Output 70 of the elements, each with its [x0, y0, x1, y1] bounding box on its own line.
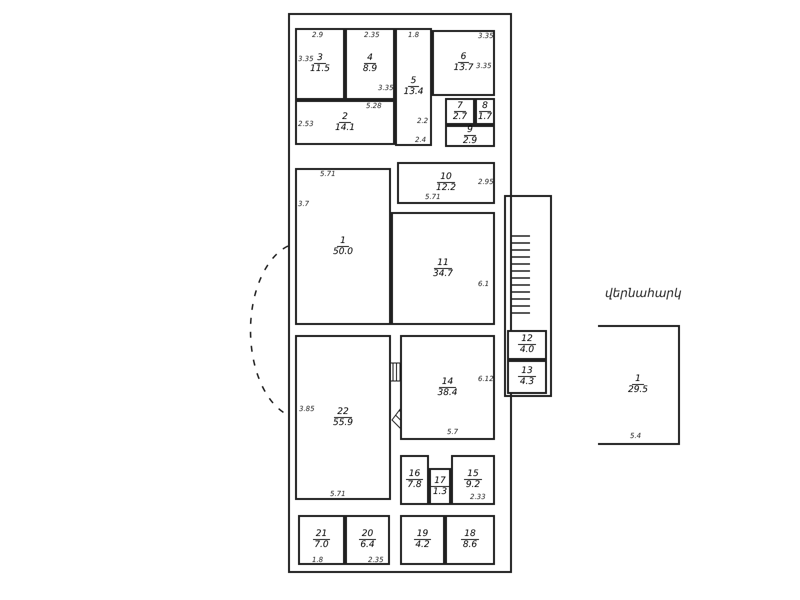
room-number: 5: [408, 76, 420, 87]
room-area: 8.9: [362, 64, 378, 75]
room-number: 18: [461, 529, 479, 540]
room-number: 6: [458, 52, 470, 63]
room: [391, 212, 495, 325]
room: [475, 98, 495, 125]
room-area: 6.4: [360, 540, 375, 551]
room-area: 12.2: [436, 183, 456, 194]
room: [397, 162, 495, 204]
room-area: 1.3: [432, 486, 448, 498]
room: [298, 515, 345, 565]
room: [445, 125, 495, 147]
room-number: 7: [454, 100, 466, 112]
room: [395, 28, 432, 146]
room-number: 12: [518, 334, 536, 345]
room-area: 13.7: [453, 63, 474, 74]
room-area: 4.3: [520, 377, 534, 388]
room-area: 1.7: [478, 112, 492, 122]
room-area: 2.9: [462, 136, 478, 147]
room-number: 19: [414, 529, 432, 540]
room-number: 1: [632, 374, 644, 385]
room-number: 13: [518, 366, 536, 377]
room: [400, 455, 429, 505]
room-area: 4.0: [520, 345, 534, 356]
room-number: 15: [464, 469, 482, 480]
room: [445, 515, 495, 565]
room-area: 38.4: [437, 388, 458, 398]
room: [445, 98, 475, 125]
room-number: 20: [358, 529, 376, 540]
room: [345, 28, 395, 100]
room-number: 22: [334, 406, 352, 418]
room-area: 4.2: [415, 540, 430, 551]
room-number: 3: [314, 53, 326, 64]
room-number: 14: [438, 376, 456, 388]
room: [295, 335, 391, 500]
room-area: 14.1: [334, 122, 356, 134]
room-number: 8: [479, 100, 491, 112]
room: [295, 100, 395, 145]
room: [451, 455, 495, 505]
level-caption: վերնահարկ: [605, 286, 682, 300]
room-area: 55.9: [332, 418, 354, 428]
room: [295, 168, 391, 325]
room-number: 21: [312, 529, 330, 540]
room-area: 2.7: [452, 112, 468, 122]
room-area: 9.2: [466, 480, 480, 491]
room: [345, 515, 390, 565]
room-area: 50.0: [332, 246, 354, 258]
room: [507, 360, 547, 394]
room-area: 7.8: [407, 480, 422, 491]
room-number: 9: [464, 125, 476, 136]
room-area: 11.5: [310, 64, 330, 75]
room: [400, 335, 495, 440]
room-area: 13.4: [403, 87, 424, 98]
room-number: 17: [431, 476, 449, 486]
room-number: 16: [406, 469, 424, 480]
room-area: 8.6: [462, 540, 478, 551]
room-number: 4: [364, 53, 376, 64]
room-area: 34.7: [432, 268, 454, 280]
room-area: 29.5: [628, 385, 648, 396]
room-number: 1: [337, 236, 349, 246]
room: [598, 325, 680, 445]
room-number: 11: [434, 258, 452, 268]
room-number: 10: [437, 172, 455, 183]
room: [295, 28, 345, 100]
room: [507, 330, 547, 360]
room: [400, 515, 445, 565]
room: [429, 468, 451, 505]
room-number: 2: [339, 112, 351, 122]
room-area: 7.0: [314, 540, 329, 551]
room: [432, 30, 495, 96]
